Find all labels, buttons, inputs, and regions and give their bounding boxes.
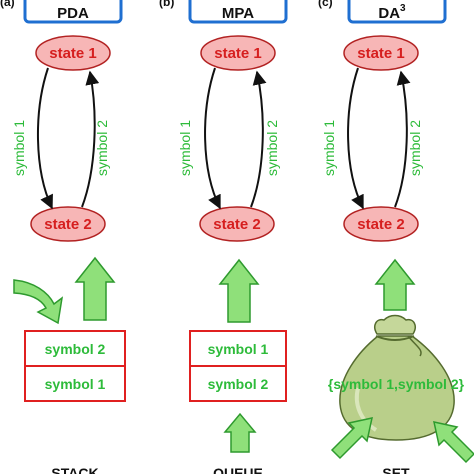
title-da3-base: DA [378, 5, 400, 22]
column-da3: (c) DA3 state 1 state 2 symbol 1 symbol … [318, 0, 474, 474]
state-label-2-da3: state 2 [357, 216, 405, 233]
edge-label-down-mpa: symbol 1 [177, 120, 193, 176]
column-mpa: (b) MPA state 1 state 2 symbol 1 symbol … [159, 0, 288, 474]
title-da3-superscript: 3 [400, 3, 406, 14]
title-box-mpa [188, 0, 288, 24]
state-label-1-pda: state 1 [49, 45, 97, 62]
push-arrow-pda [13, 279, 64, 325]
panel-label-a: (a) [0, 0, 15, 9]
stack-item-bottom: symbol 1 [45, 376, 106, 392]
title-pda: PDA [57, 5, 89, 22]
column-pda: (a) PDA state 1 state 2 symbol 1 symbol … [0, 0, 126, 474]
enqueue-arrow-mpa [223, 412, 257, 453]
set-contents: {symbol 1,symbol 2} [328, 376, 465, 392]
transition-up-mpa [250, 70, 267, 208]
edge-label-up-pda: symbol 2 [94, 120, 110, 176]
title-box-da3 [347, 0, 447, 24]
state-label-1-mpa: state 1 [214, 45, 262, 62]
transition-up-da3 [394, 70, 411, 208]
read-arrow-da3 [374, 258, 416, 311]
state-node-1-pda [35, 35, 111, 71]
transition-down-pda [36, 67, 53, 210]
edge-label-down-pda: symbol 1 [11, 120, 27, 176]
edge-label-up-da3: symbol 2 [407, 120, 423, 176]
bottom-label-mpa: QUEUE [213, 465, 263, 474]
panel-label-b: (b) [159, 0, 174, 9]
insert-arrow-right-da3 [433, 421, 474, 464]
state-label-2-mpa: state 2 [213, 216, 261, 233]
state-node-1-da3 [343, 35, 419, 71]
state-node-2-da3 [343, 206, 419, 242]
edge-label-up-mpa: symbol 2 [264, 120, 280, 176]
edge-label-down-da3: symbol 1 [321, 120, 337, 176]
title-da3: DA3 [378, 3, 406, 22]
state-label-1-da3: state 1 [357, 45, 405, 62]
transition-down-da3 [347, 67, 364, 210]
set-bag-icon [339, 314, 455, 441]
stack-item-top: symbol 2 [45, 341, 106, 357]
bottom-label-pda: STACK [51, 465, 98, 474]
transition-down-mpa [204, 67, 221, 210]
state-label-2-pda: state 2 [44, 216, 92, 233]
dequeue-arrow-mpa [218, 258, 260, 323]
queue-item-back: symbol 2 [208, 376, 269, 392]
transition-up-pda [81, 70, 100, 208]
state-node-2-mpa [199, 206, 275, 242]
state-node-1-mpa [200, 35, 276, 71]
title-mpa: MPA [222, 5, 254, 22]
insert-arrow-left-da3 [330, 417, 373, 460]
queue-item-front: symbol 1 [208, 341, 269, 357]
title-box-pda [23, 0, 123, 24]
bottom-label-da3: SET [382, 465, 410, 474]
pop-arrow-pda [74, 256, 116, 321]
state-node-2-pda [30, 206, 106, 242]
panel-label-c: (c) [318, 0, 333, 9]
